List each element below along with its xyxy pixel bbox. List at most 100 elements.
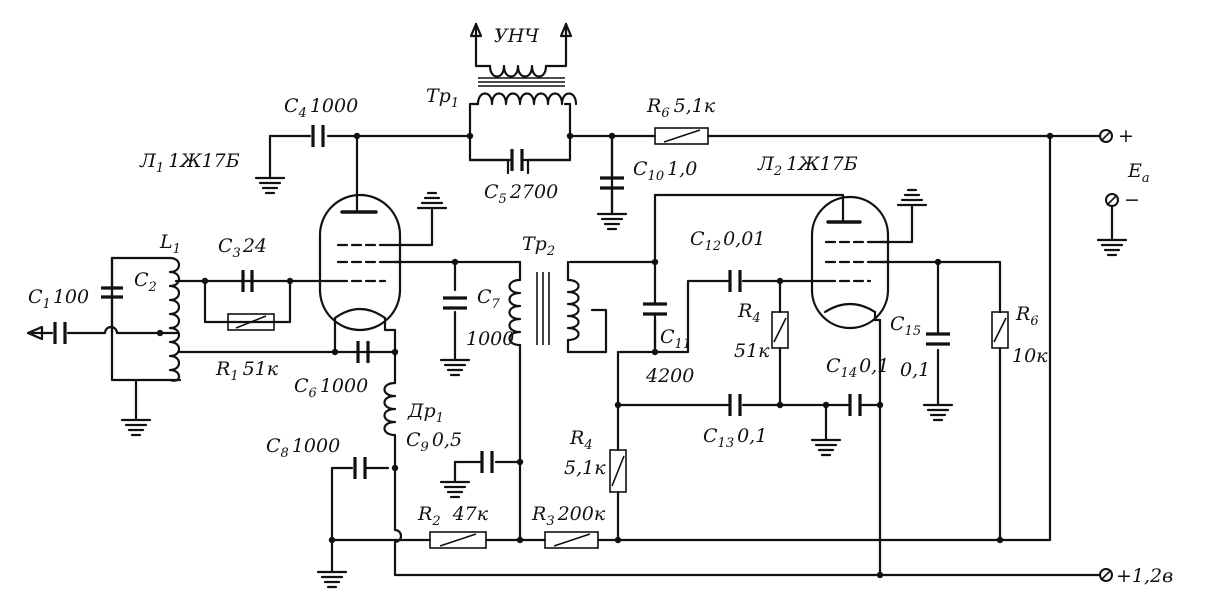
svg-text:C2: C2 (134, 269, 157, 295)
capacitor-c10 (600, 134, 624, 214)
label-c9: C (406, 429, 421, 451)
label-ea: E (1127, 160, 1142, 182)
label-c14: C (826, 355, 841, 377)
svg-text:C7: C7 (477, 286, 501, 312)
ground-symbols (120, 176, 1128, 589)
capacitor-c9 (480, 451, 494, 473)
label-c1: C (28, 286, 43, 308)
label-plus: + (1118, 125, 1134, 147)
label-c11-sub: 11 (675, 337, 692, 352)
capacitor-c3 (241, 270, 254, 292)
label-c4-val: 1000 (310, 95, 358, 117)
label-c2: C (134, 269, 149, 291)
label-coil-l1-sub: 1 (173, 242, 181, 257)
label-c14-val: 0,1 (859, 355, 889, 377)
label-r2-sub: 2 (431, 514, 440, 529)
label-r3-sub: 3 (546, 514, 554, 529)
label-c5: C (484, 181, 499, 203)
label-l1-tube: Л (139, 150, 157, 172)
label-c8-sub: 8 (281, 446, 289, 461)
svg-text:C15: C15 (890, 313, 921, 339)
label-c15-val: 0,1 (900, 359, 930, 381)
svg-text:УНЧ: УНЧ (494, 25, 540, 47)
label-l1-tube-type: 1Ж17Б (168, 150, 240, 172)
label-c5-val: 2700 (509, 181, 558, 203)
label-r1: R (215, 358, 230, 380)
label-r6b-val: 10к (1012, 345, 1048, 367)
label-r3: R (531, 503, 546, 525)
label-c3: C (218, 235, 233, 257)
capacitor-c14 (848, 394, 862, 416)
label-r6a-val: 5,1к (674, 95, 716, 117)
label-plus-12v: +1,2в (1116, 565, 1173, 587)
transformer-tr2 (508, 272, 580, 347)
label-tr2-sub: 2 (546, 244, 555, 259)
svg-text:Тр1: Тр1 (426, 85, 459, 111)
label-tr1-sub: 1 (451, 96, 459, 111)
label-r4a-sub: 4 (751, 311, 760, 326)
label-l2-tube-sub: 2 (773, 164, 782, 179)
label-c1-val: 100 (53, 286, 89, 308)
label-r4a: R (737, 300, 752, 322)
label-c6: C (294, 375, 309, 397)
svg-text:R6: R6 (1015, 303, 1039, 329)
label-r6b: R (1015, 303, 1030, 325)
resistor-r2 (429, 531, 487, 549)
label-dr1: Др (407, 400, 436, 422)
label-l1-tube-sub: 1 (156, 161, 164, 176)
label-c13-val: 0,1 (737, 425, 767, 447)
label-r6a: R (646, 95, 661, 117)
capacitor-c8 (353, 457, 367, 479)
transformer-tr1 (469, 22, 578, 106)
label-r2: R (417, 503, 432, 525)
label-c3-val: 24 (242, 235, 267, 257)
label-unch: УНЧ (494, 25, 540, 47)
svg-text:R4: R4 (737, 300, 761, 326)
resistor-r6-10k (991, 311, 1009, 349)
resistor-r4-5k1 (609, 449, 627, 493)
capacitor-c4 (311, 125, 325, 147)
capacitor-c12 (728, 270, 742, 292)
terminals (1099, 129, 1119, 582)
label-ea-sub: a (1142, 171, 1150, 186)
label-c1-sub: 1 (43, 297, 51, 312)
capacitor-c2 (101, 256, 123, 335)
label-c8: C (266, 435, 281, 457)
label-c14-sub: 14 (841, 366, 858, 381)
label-c13: C (703, 425, 718, 447)
label-dr1-sub: 1 (436, 411, 444, 426)
label-c7-sub: 7 (492, 297, 501, 312)
svg-text:R65,1к: R65,1к (646, 95, 716, 121)
resistor-r4-51k (771, 311, 789, 349)
label-c11-val: 4200 (645, 365, 694, 387)
label-c12: C (690, 228, 705, 250)
label-c5-sub: 5 (499, 192, 507, 207)
label-r4b-val: 5,1к (564, 457, 606, 479)
label-coil-l1: L (159, 231, 173, 253)
choke-dr1 (383, 381, 397, 437)
label-r4a-val: 51к (734, 340, 770, 362)
resistor-r6-5k1 (654, 127, 709, 145)
svg-text:Тр2: Тр2 (522, 233, 555, 259)
capacitor-c5 (468, 149, 572, 171)
label-c4: C (284, 95, 299, 117)
resistor-r1-feedback (227, 313, 275, 331)
junction-dots (156, 132, 1054, 579)
label-r4b-sub: 4 (583, 438, 592, 453)
label-c11: C (660, 326, 675, 348)
label-c12-val: 0,01 (723, 228, 765, 250)
